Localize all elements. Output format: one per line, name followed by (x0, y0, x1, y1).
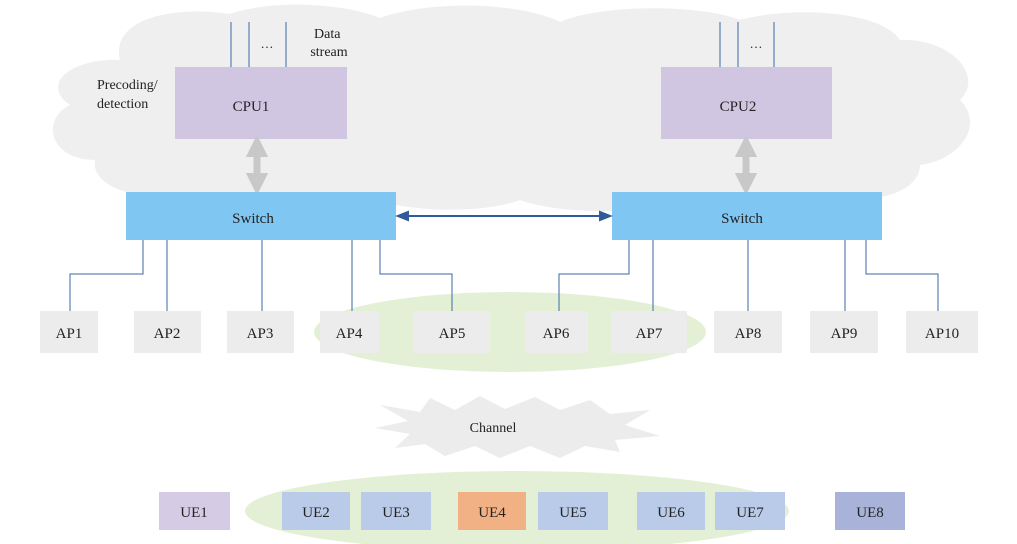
channel-burst (375, 396, 660, 458)
ue7-box (715, 492, 785, 530)
data-stream-label: Data stream (310, 27, 347, 60)
ap-node: AP1 (40, 311, 98, 353)
cpu2-data-stream-lines: … (719, 22, 775, 67)
ap-row: AP1 AP2 AP3 AP4 AP5 AP6 AP7 AP8 (40, 311, 978, 353)
ap-node: AP4 (320, 311, 379, 353)
precoding-detection-label: Precoding/ detection (97, 78, 161, 112)
ap10-box (906, 311, 978, 353)
ap9-box (810, 311, 878, 353)
ap-node: AP5 (414, 311, 490, 353)
ue6-label: UE6 (657, 505, 685, 521)
precoding-label-line1: Precoding/ (97, 78, 158, 93)
ue-node: UE8 (835, 492, 905, 530)
ue-node: UE2 (282, 492, 350, 530)
ap6-box (525, 311, 588, 353)
ue3-box (361, 492, 431, 530)
cpu1-label: CPU1 (233, 99, 270, 115)
switch1-node: Switch (126, 192, 396, 240)
ap7-box (611, 311, 687, 353)
ap-cluster-ellipse (314, 292, 706, 372)
cpu2-node: CPU2 (661, 67, 832, 139)
switch1-label: Switch (232, 211, 274, 227)
ap5-label: AP5 (439, 326, 466, 342)
ue8-box (835, 492, 905, 530)
ue7-label: UE7 (736, 505, 764, 521)
ap-node: AP9 (810, 311, 878, 353)
fronthaul-ap5 (379, 240, 453, 311)
switch2-label: Switch (721, 211, 763, 227)
cpu1-data-stream-lines: … (230, 22, 287, 67)
switch2-node: Switch (612, 192, 882, 240)
ap4-label: AP4 (336, 326, 363, 342)
ap5-box (414, 311, 490, 353)
ap-node: AP10 (906, 311, 978, 353)
ue-row: UE1 UE2 UE3 UE4 UE5 UE6 UE7 UE8 (159, 492, 905, 530)
ap2-label: AP2 (154, 326, 181, 342)
fronthaul-ap6 (558, 240, 630, 311)
ue3-label: UE3 (382, 505, 410, 521)
ap1-box (40, 311, 98, 353)
fronthaul-lines (69, 240, 939, 311)
ue-node: UE1 (159, 492, 230, 530)
ue5-box (538, 492, 608, 530)
ue1-label: UE1 (180, 505, 208, 521)
fronthaul-ap1 (69, 240, 144, 311)
ap-node: AP8 (714, 311, 782, 353)
cpu2-label: CPU2 (720, 99, 757, 115)
data-stream-ellipsis: … (750, 36, 763, 51)
ap10-label: AP10 (925, 326, 959, 342)
data-stream-ellipsis: … (261, 36, 274, 51)
ue2-label: UE2 (302, 505, 330, 521)
ue6-box (637, 492, 705, 530)
ap9-label: AP9 (831, 326, 858, 342)
ap3-box (227, 311, 294, 353)
ue-node: UE5 (538, 492, 608, 530)
ue-node: UE7 (715, 492, 785, 530)
ap3-label: AP3 (247, 326, 274, 342)
ue4-label: UE4 (478, 505, 506, 521)
ue-node: UE6 (637, 492, 705, 530)
ap-node: AP3 (227, 311, 294, 353)
switch2-box (612, 192, 882, 240)
ap8-box (714, 311, 782, 353)
ap-node: AP6 (525, 311, 588, 353)
data-stream-label-line2: stream (310, 45, 347, 60)
ue5-label: UE5 (559, 505, 587, 521)
data-stream-label-line1: Data (314, 27, 341, 42)
ap-node: AP7 (611, 311, 687, 353)
ue2-box (282, 492, 350, 530)
precoding-label-line2: detection (97, 97, 148, 112)
ue-node: UE4 (458, 492, 526, 530)
ap4-box (320, 311, 379, 353)
cpu1-node: CPU1 (175, 67, 347, 139)
ue-node: UE3 (361, 492, 431, 530)
cpu2-box (661, 67, 832, 139)
ue1-box (159, 492, 230, 530)
ap7-label: AP7 (636, 326, 663, 342)
channel-label: Channel (470, 421, 517, 436)
ap1-label: AP1 (56, 326, 83, 342)
ap8-label: AP8 (735, 326, 762, 342)
ue8-label: UE8 (856, 505, 884, 521)
ap-node: AP2 (134, 311, 201, 353)
switch1-box (126, 192, 396, 240)
cpu1-box (175, 67, 347, 139)
fronthaul-ap10 (865, 240, 939, 311)
ap2-box (134, 311, 201, 353)
ue4-box (458, 492, 526, 530)
ap6-label: AP6 (543, 326, 570, 342)
